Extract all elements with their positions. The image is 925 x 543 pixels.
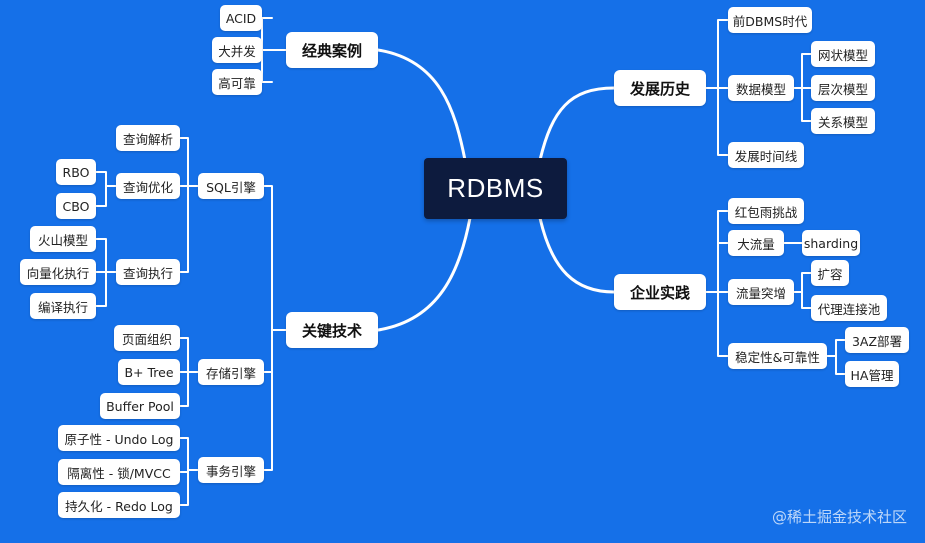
link-stability-children	[826, 339, 846, 375]
node-cbo[interactable]: CBO	[56, 193, 96, 219]
node-storage-engine[interactable]: 存储引擎	[198, 359, 264, 385]
link-storage-children	[179, 337, 199, 407]
link-history-children	[705, 19, 729, 156]
link-center-enterprise	[538, 216, 616, 294]
link-execute-children	[95, 238, 117, 307]
link-surge-children	[793, 272, 812, 309]
node-durability[interactable]: 持久化 - Redo Log	[58, 492, 180, 518]
node-network-model[interactable]: 网状模型	[811, 41, 875, 67]
link-sql-engine-children	[179, 137, 199, 273]
node-compiled-exec[interactable]: 编译执行	[30, 293, 96, 319]
node-timeline[interactable]: 发展时间线	[728, 142, 804, 168]
node-3az-deploy[interactable]: 3AZ部署	[845, 327, 909, 353]
node-vectorized-exec[interactable]: 向量化执行	[20, 259, 96, 285]
node-ha-manage[interactable]: HA管理	[845, 361, 899, 387]
node-bplus-tree[interactable]: B+ Tree	[118, 359, 180, 385]
watermark: @稀土掘金技术社区	[771, 508, 907, 526]
node-buffer-pool[interactable]: Buffer Pool	[100, 393, 180, 419]
node-big-traffic[interactable]: 大流量	[728, 230, 784, 256]
link-key-tech-engines	[263, 185, 287, 471]
node-red-packet[interactable]: 红包雨挑战	[728, 198, 804, 224]
node-query-parse[interactable]: 查询解析	[116, 125, 180, 151]
node-high-reliability[interactable]: 高可靠	[212, 69, 262, 95]
link-center-classic-cases	[376, 48, 467, 162]
node-query-optimize[interactable]: 查询优化	[116, 173, 180, 199]
branch-key-tech[interactable]: 关键技术	[286, 312, 378, 348]
node-txn-engine[interactable]: 事务引擎	[198, 457, 264, 483]
node-sql-engine[interactable]: SQL引擎	[198, 173, 264, 199]
link-data-model-children	[793, 53, 812, 122]
node-sharding[interactable]: sharding	[802, 230, 860, 256]
node-scale-out[interactable]: 扩容	[811, 260, 849, 286]
node-query-execute[interactable]: 查询执行	[116, 259, 180, 285]
node-relational-model[interactable]: 关系模型	[811, 108, 875, 134]
node-high-concurrency[interactable]: 大并发	[212, 37, 262, 63]
node-acid[interactable]: ACID	[220, 5, 262, 31]
link-center-key-tech	[376, 216, 472, 332]
link-optimize-children	[95, 171, 117, 207]
node-rbo[interactable]: RBO	[56, 159, 96, 185]
node-data-model[interactable]: 数据模型	[728, 75, 794, 101]
node-pre-dbms[interactable]: 前DBMS时代	[728, 7, 812, 33]
node-traffic-surge[interactable]: 流量突增	[728, 279, 794, 305]
link-enterprise-children	[705, 210, 729, 357]
branch-classic-cases[interactable]: 经典案例	[286, 32, 378, 68]
node-stability[interactable]: 稳定性&可靠性	[728, 343, 827, 369]
link-txn-children	[179, 437, 199, 506]
node-isolation[interactable]: 隔离性 - 锁/MVCC	[58, 459, 180, 485]
branch-history[interactable]: 发展历史	[614, 70, 706, 106]
node-volcano-model[interactable]: 火山模型	[30, 226, 96, 252]
node-page-org[interactable]: 页面组织	[114, 325, 180, 351]
root-node[interactable]: RDBMS	[424, 158, 567, 219]
node-proxy-pool[interactable]: 代理连接池	[811, 295, 887, 321]
branch-enterprise[interactable]: 企业实践	[614, 274, 706, 310]
node-atomicity[interactable]: 原子性 - Undo Log	[58, 425, 180, 451]
link-center-history	[538, 86, 616, 162]
link-classic-cases-children	[261, 17, 287, 83]
node-hierarchical-model[interactable]: 层次模型	[811, 75, 875, 101]
